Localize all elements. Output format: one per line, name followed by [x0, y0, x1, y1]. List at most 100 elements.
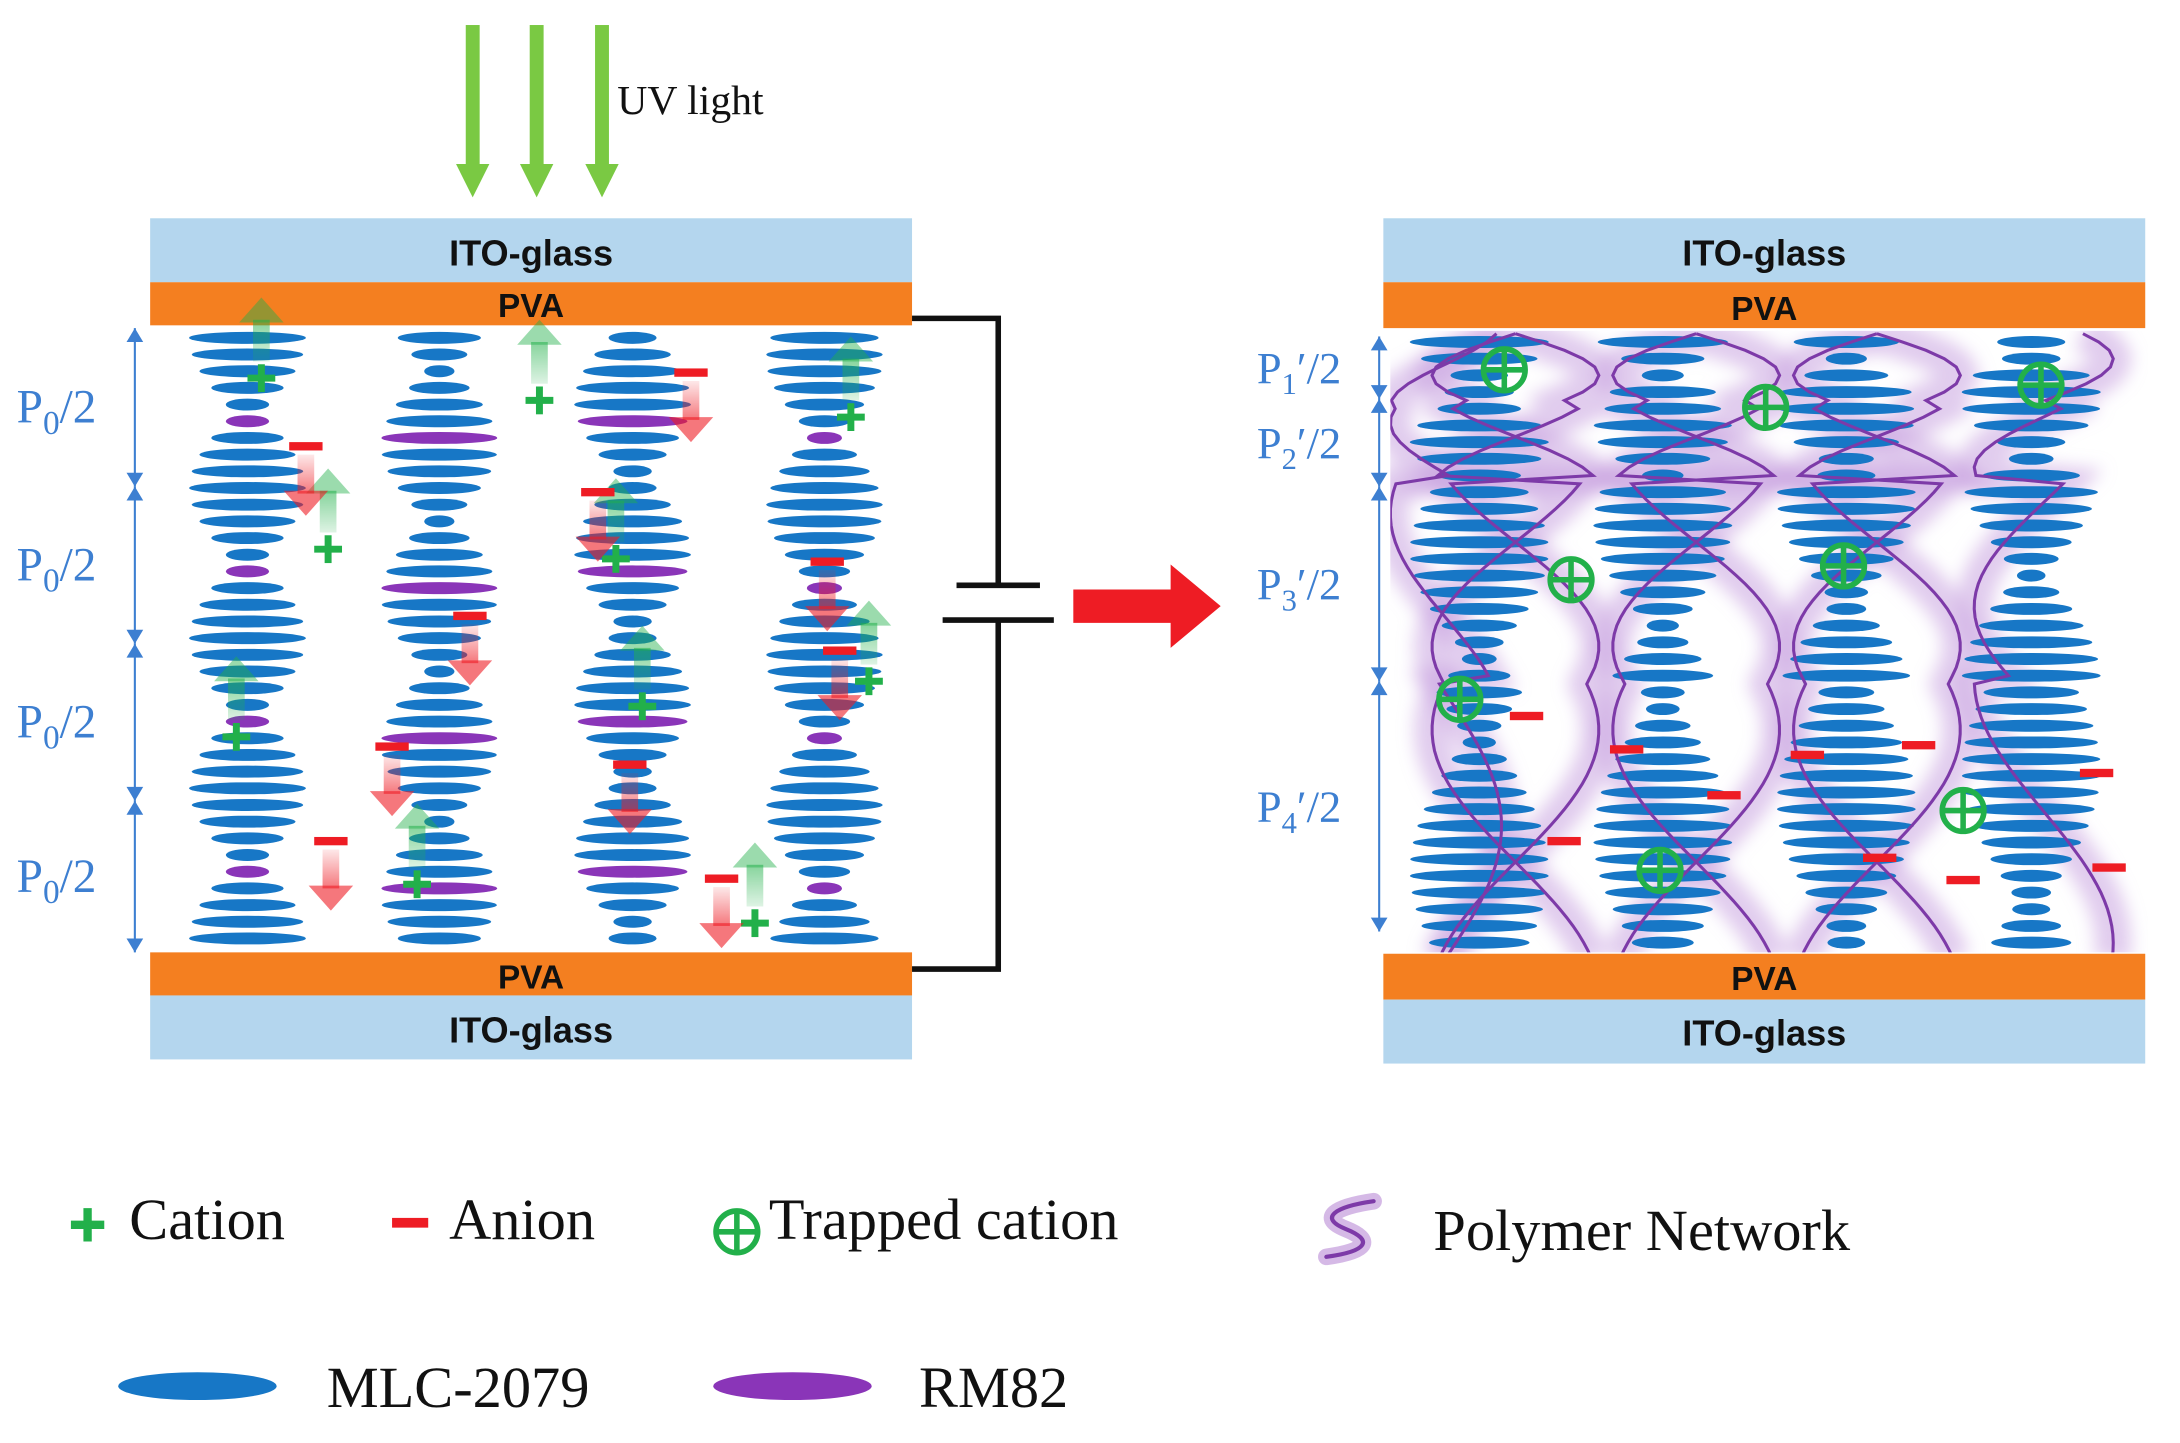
mlc-molecule: [766, 799, 883, 811]
mlc-molecule: [191, 348, 304, 361]
mlc-molecule: [424, 365, 455, 378]
anion: [1609, 745, 1644, 754]
mlc-molecule: [608, 331, 657, 344]
mlc-molecule: [791, 448, 857, 461]
mlc-molecule: [191, 465, 304, 478]
mlc-molecule: [608, 632, 657, 645]
uv-arrow-shaft: [595, 25, 609, 170]
mlc-molecule: [387, 915, 492, 928]
mlc-molecule: [779, 465, 870, 478]
mlc-molecule: [1972, 369, 2090, 382]
right-top-pva-label: PVA: [1731, 291, 1797, 328]
mlc-molecule: [1593, 519, 1733, 532]
mlc-molecule: [1596, 803, 1730, 816]
anion-drift-arrowhead: [447, 660, 493, 686]
cation-drift-arrow: [860, 622, 878, 665]
left-bottom-pva-label: PVA: [498, 960, 564, 997]
mlc-molecule: [409, 381, 470, 394]
mlc-molecule: [1441, 769, 1518, 782]
mlc-molecule: [409, 682, 470, 695]
mlc-molecule: [1973, 819, 2089, 832]
left-lc-molecules: [189, 331, 883, 945]
mlc-molecule: [1969, 719, 2094, 732]
anion-drift-arrow: [621, 773, 639, 812]
voltage-circuit: [912, 315, 1054, 972]
pitch-arrowhead: [1370, 399, 1388, 413]
anion-drift-arrow: [461, 624, 479, 664]
mlc-molecule: [1593, 419, 1732, 432]
mlc-molecule: [770, 632, 879, 645]
uv-arrow-head: [585, 164, 619, 198]
cation-drift-arrowhead: [517, 319, 562, 345]
right-ions: [1436, 346, 2126, 894]
mlc-molecule: [199, 448, 296, 461]
mlc-molecule: [1781, 386, 1912, 399]
legend-polymer-network-label: Polymer Network: [1433, 1198, 1850, 1263]
mlc-molecule: [1961, 769, 2101, 782]
mlc-molecule: [598, 748, 667, 761]
mlc-molecule: [381, 448, 497, 461]
mlc-molecule: [613, 915, 652, 928]
pitch-arrowhead: [1370, 385, 1388, 400]
legend-rm82: RM82: [713, 1355, 1068, 1420]
rm82-molecule: [806, 431, 842, 444]
mlc-molecule: [191, 915, 304, 928]
trapped-cation-icon: [713, 1208, 761, 1256]
mlc-molecule: [424, 515, 455, 528]
mlc-molecule: [387, 765, 492, 778]
anion-drift-arrowhead: [804, 606, 850, 632]
legend-cation: Cation: [70, 1187, 285, 1252]
cation-drift-arrowhead: [214, 656, 259, 682]
mlc-molecule: [211, 832, 284, 845]
mlc-molecule: [576, 381, 690, 394]
mlc-molecule: [1824, 586, 1869, 599]
uv-arrow-head: [519, 164, 554, 198]
mlc-molecule: [1777, 502, 1916, 515]
rm82-molecule-icon: [713, 1372, 872, 1401]
mlc-molecule: [576, 682, 690, 695]
pitch-arrowhead: [126, 629, 144, 644]
legend-anion-label: Anion: [449, 1187, 595, 1252]
mlc-molecule: [770, 482, 879, 494]
mlc-molecule: [574, 398, 691, 411]
pitch-arrowhead: [126, 486, 144, 501]
mlc-molecule: [191, 615, 304, 628]
mlc-molecule: [1796, 869, 1897, 882]
mlc-molecule: [1609, 386, 1716, 399]
mlc-molecule: [1624, 736, 1701, 749]
anion: [314, 836, 348, 846]
mlc-molecule: [2012, 903, 2051, 916]
mlc-molecule: [798, 865, 851, 878]
mlc-molecule: [395, 398, 483, 411]
mlc-molecule: [1612, 669, 1714, 682]
mlc-molecule: [586, 882, 679, 895]
mlc-molecule: [1604, 402, 1722, 415]
mlc-molecule: [608, 932, 657, 945]
anion-drift-arrow: [713, 887, 730, 926]
mlc-molecule: [1600, 786, 1725, 799]
process-arrow: [1073, 564, 1221, 648]
mlc-molecule: [199, 515, 296, 528]
mlc-molecule: [598, 899, 667, 912]
mlc-molecule: [1646, 619, 1679, 632]
mlc-molecule: [1409, 336, 1549, 348]
mlc-molecule: [1441, 619, 1517, 632]
mlc-molecule: [1612, 903, 1713, 916]
mlc-molecule: [189, 482, 306, 494]
anion-drift-arrow: [383, 754, 401, 794]
mlc-molecule: [1990, 536, 2072, 549]
mlc-molecule: [1970, 502, 2092, 515]
left-ions: [214, 297, 892, 949]
mlc-molecule: [1962, 753, 2101, 766]
polymer-strand: [1430, 332, 1601, 953]
cation-drift-arrow: [633, 647, 651, 690]
mlc-molecule: [386, 565, 493, 578]
mlc-molecule: [1413, 569, 1545, 582]
right-bottom-pva-label: PVA: [1731, 961, 1797, 998]
mlc-molecule: [1417, 452, 1542, 465]
mlc-molecule: [1599, 486, 1727, 499]
legend-trapped-cation-label: Trapped cation: [769, 1187, 1119, 1252]
right-top-glass: [1383, 218, 2146, 283]
mlc-molecule: [608, 482, 657, 494]
